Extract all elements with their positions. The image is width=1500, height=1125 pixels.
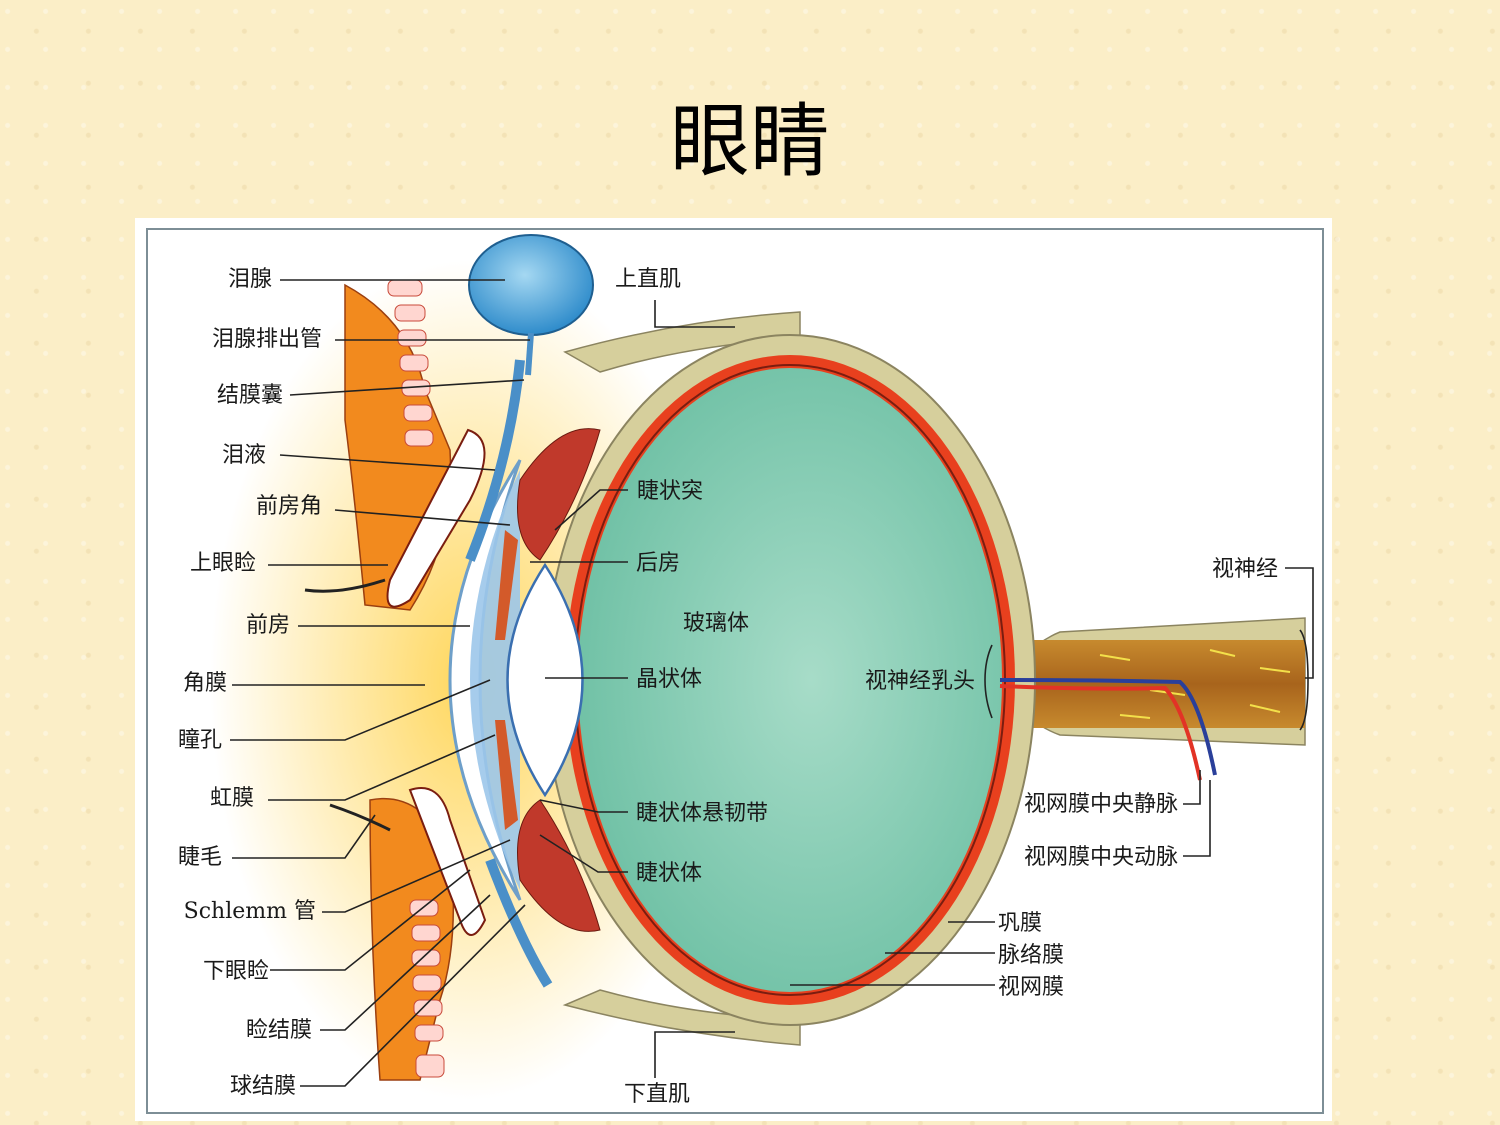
diagram-frame	[146, 228, 1324, 1114]
iris-upper	[495, 530, 518, 640]
label-pupil: 瞳孔	[178, 728, 222, 753]
label-central-retinal-vein: 视网膜中央静脉	[1024, 792, 1178, 817]
label-lens: 晶状体	[636, 667, 702, 692]
label-cornea: 角膜	[183, 671, 227, 696]
label-iris: 虹膜	[210, 786, 254, 811]
label-optic-nerve: 视神经	[1212, 557, 1278, 582]
label-central-retinal-artery: 视网膜中央动脉	[1024, 845, 1178, 870]
label-bulbar-conjunctiva: 球结膜	[230, 1074, 296, 1099]
eyelash-upper	[304, 578, 386, 593]
label-ciliary-process: 睫状突	[637, 479, 703, 504]
lens	[506, 562, 584, 798]
iris-lower	[495, 720, 518, 830]
label-zonule: 睫状体悬韧带	[636, 801, 768, 826]
right-leader-lines	[530, 300, 1314, 1078]
label-eyelash: 睫毛	[178, 845, 222, 870]
label-upper-eyelid: 上眼睑	[190, 551, 256, 576]
label-anterior-chamber-angle: 前房角	[256, 494, 322, 519]
label-choroid: 脉络膜	[998, 943, 1064, 968]
conjunctival-sac	[465, 359, 525, 562]
lacrimal-duct	[525, 332, 534, 376]
label-vitreous-body: 玻璃体	[683, 611, 749, 636]
label-lower-eyelid: 下眼睑	[203, 959, 269, 984]
label-anterior-chamber: 前房	[246, 613, 290, 638]
nerve-fiber-marks	[1099, 649, 1291, 719]
label-retina: 视网膜	[998, 975, 1064, 1000]
lacrimal-gland	[468, 234, 594, 336]
label-optic-disc: 视神经乳头	[865, 669, 975, 694]
vitreous-body	[578, 368, 1002, 992]
slide-title: 眼睛	[670, 95, 830, 188]
label-lacrimal-gland: 泪腺	[228, 267, 272, 292]
label-lacrimal-duct: 泪腺排出管	[212, 327, 322, 352]
label-superior-rectus: 上直肌	[615, 267, 681, 292]
eyelash-lower	[329, 803, 391, 832]
label-posterior-chamber: 后房	[636, 551, 680, 576]
label-tear-fluid: 泪液	[222, 443, 266, 468]
label-schlemm-canal: Schlemm 管	[184, 899, 316, 924]
left-labels: 泪腺 泪腺排出管 结膜囊 泪液 前房角 上眼睑 前房 角膜 瞳孔 虹膜 睫毛 S…	[178, 267, 322, 1099]
lower-conjunctival-sac	[485, 858, 553, 988]
central-retinal-vein	[999, 678, 1217, 776]
label-inferior-rectus: 下直肌	[624, 1082, 690, 1107]
central-retinal-artery	[999, 684, 1202, 781]
superior-rectus-muscle	[563, 311, 801, 373]
tarsal-plate-lower	[408, 787, 487, 936]
label-sclera: 巩膜	[998, 911, 1042, 936]
label-conjunctival-sac: 结膜囊	[217, 383, 283, 408]
label-ciliary-body: 睫状体	[636, 861, 702, 886]
left-leader-lines	[230, 279, 530, 1087]
right-labels: 上直肌 睫状突 后房 玻璃体 晶状体 睫状体悬韧带 睫状体 视神经乳头 视神经 …	[615, 267, 1278, 1107]
optic-nerve-fibers	[1030, 640, 1305, 728]
label-palpebral-conjunctiva: 睑结膜	[246, 1018, 312, 1043]
inferior-rectus-muscle	[562, 989, 801, 1046]
ciliary-body-upper	[517, 428, 601, 561]
orbicularis-blocks	[387, 279, 445, 1078]
ciliary-body-lower	[517, 799, 601, 932]
